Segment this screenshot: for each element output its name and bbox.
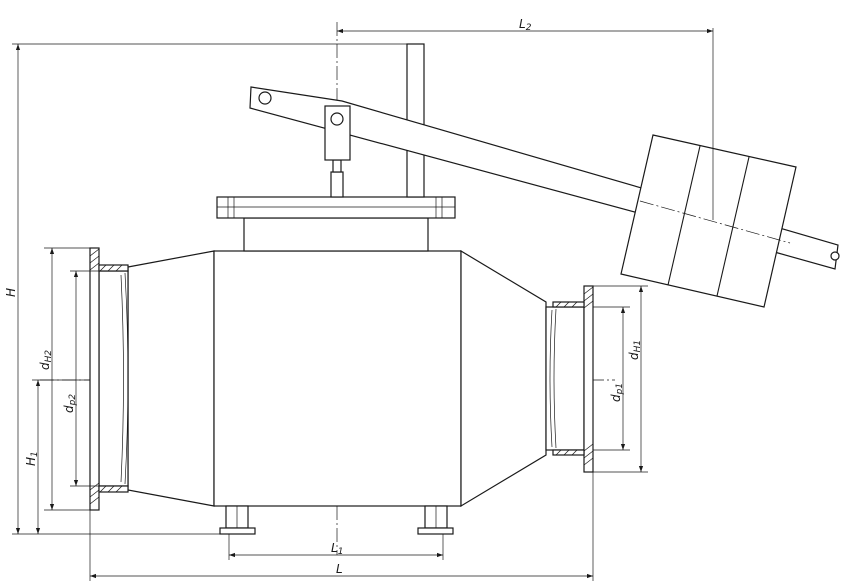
right-flange [552, 285, 594, 473]
lever-pivot-hole [258, 91, 272, 105]
valve-body [127, 249, 547, 508]
support-foot-right [417, 505, 454, 535]
dim-dH2-label: dH2 [38, 350, 54, 370]
dim-dp1-label: dp1 [609, 383, 625, 402]
dim-L-label: L [336, 562, 343, 576]
dim-dp2-label: dp2 [62, 394, 78, 413]
valve-stem [324, 105, 351, 198]
dim-L2-label: L2 [519, 17, 532, 33]
dim-H-label: H [4, 288, 18, 297]
left-branch-pipe [98, 270, 129, 487]
dim-L1-label: L1 [331, 541, 343, 557]
left-flange [89, 247, 129, 511]
counterweight [620, 134, 797, 308]
mounting-plate [216, 196, 456, 219]
counterweight-centerline [639, 200, 791, 244]
dim-H1-label: H1 [24, 451, 40, 466]
extension-lines [12, 28, 714, 581]
lever-end-hole [830, 251, 840, 261]
right-branch-pipe [545, 306, 585, 451]
support-foot-left [219, 505, 256, 535]
stem-pin-hole [330, 112, 344, 126]
dim-dH1-label: dH1 [627, 340, 643, 360]
top-neck [243, 217, 429, 252]
dimension-lines [15, 28, 713, 579]
